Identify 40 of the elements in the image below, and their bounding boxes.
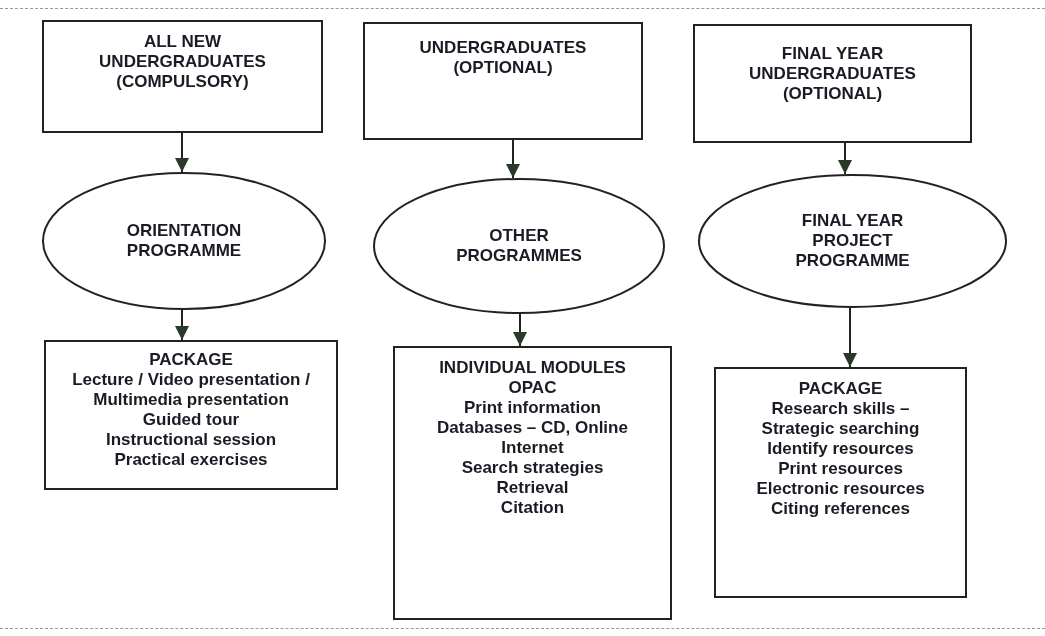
box-item: Identify resources xyxy=(767,439,914,459)
ellipse-node xyxy=(373,178,665,314)
box-item: Databases – CD, Online xyxy=(437,418,628,438)
ellipse-node xyxy=(42,172,326,310)
box-heading: INDIVIDUAL MODULES xyxy=(439,358,626,378)
arrow xyxy=(175,132,189,173)
ellipse-node xyxy=(698,174,1007,308)
box-heading: PACKAGE xyxy=(149,350,233,370)
box-item: Internet xyxy=(501,438,564,458)
box-item: Electronic resources xyxy=(756,479,925,499)
process-box xyxy=(363,22,643,140)
arrow xyxy=(175,309,189,341)
box-item: Citation xyxy=(500,498,565,518)
box-item: Search strategies xyxy=(461,458,604,478)
process-box xyxy=(44,340,338,490)
process-box xyxy=(42,20,323,133)
box-heading: ALL NEW UNDERGRADUATES (COMPULSORY) xyxy=(99,32,266,92)
box-item: Research skills – Strategic searching xyxy=(760,399,921,439)
box-item: Lecture / Video presentation / Multimedia presentation xyxy=(71,370,311,410)
arrow xyxy=(843,307,857,368)
arrow xyxy=(513,313,527,347)
box-item: Guided tour xyxy=(142,410,240,430)
box-item: Print resources xyxy=(778,459,903,479)
box-heading: ORIENTATION PROGRAMME xyxy=(125,221,243,261)
process-box xyxy=(714,367,967,598)
box-heading: FINAL YEAR PROJECT PROGRAMME xyxy=(795,211,910,271)
box-item: Citing references xyxy=(771,499,910,519)
box-item: OPAC xyxy=(508,378,557,398)
box-heading: UNDERGRADUATES (OPTIONAL) xyxy=(418,38,588,78)
arrow xyxy=(506,139,520,179)
box-heading: PACKAGE xyxy=(798,379,883,399)
box-heading: FINAL YEAR UNDERGRADUATES (OPTIONAL) xyxy=(748,44,917,104)
box-heading: OTHER PROGRAMMES xyxy=(456,226,582,266)
process-box xyxy=(393,346,672,620)
box-item: Print information xyxy=(464,398,601,418)
process-box xyxy=(693,24,972,143)
box-item: Instructional session xyxy=(105,430,276,450)
arrow xyxy=(838,142,852,175)
box-item: Practical exercises xyxy=(114,450,268,470)
box-item: Retrieval xyxy=(496,478,569,498)
